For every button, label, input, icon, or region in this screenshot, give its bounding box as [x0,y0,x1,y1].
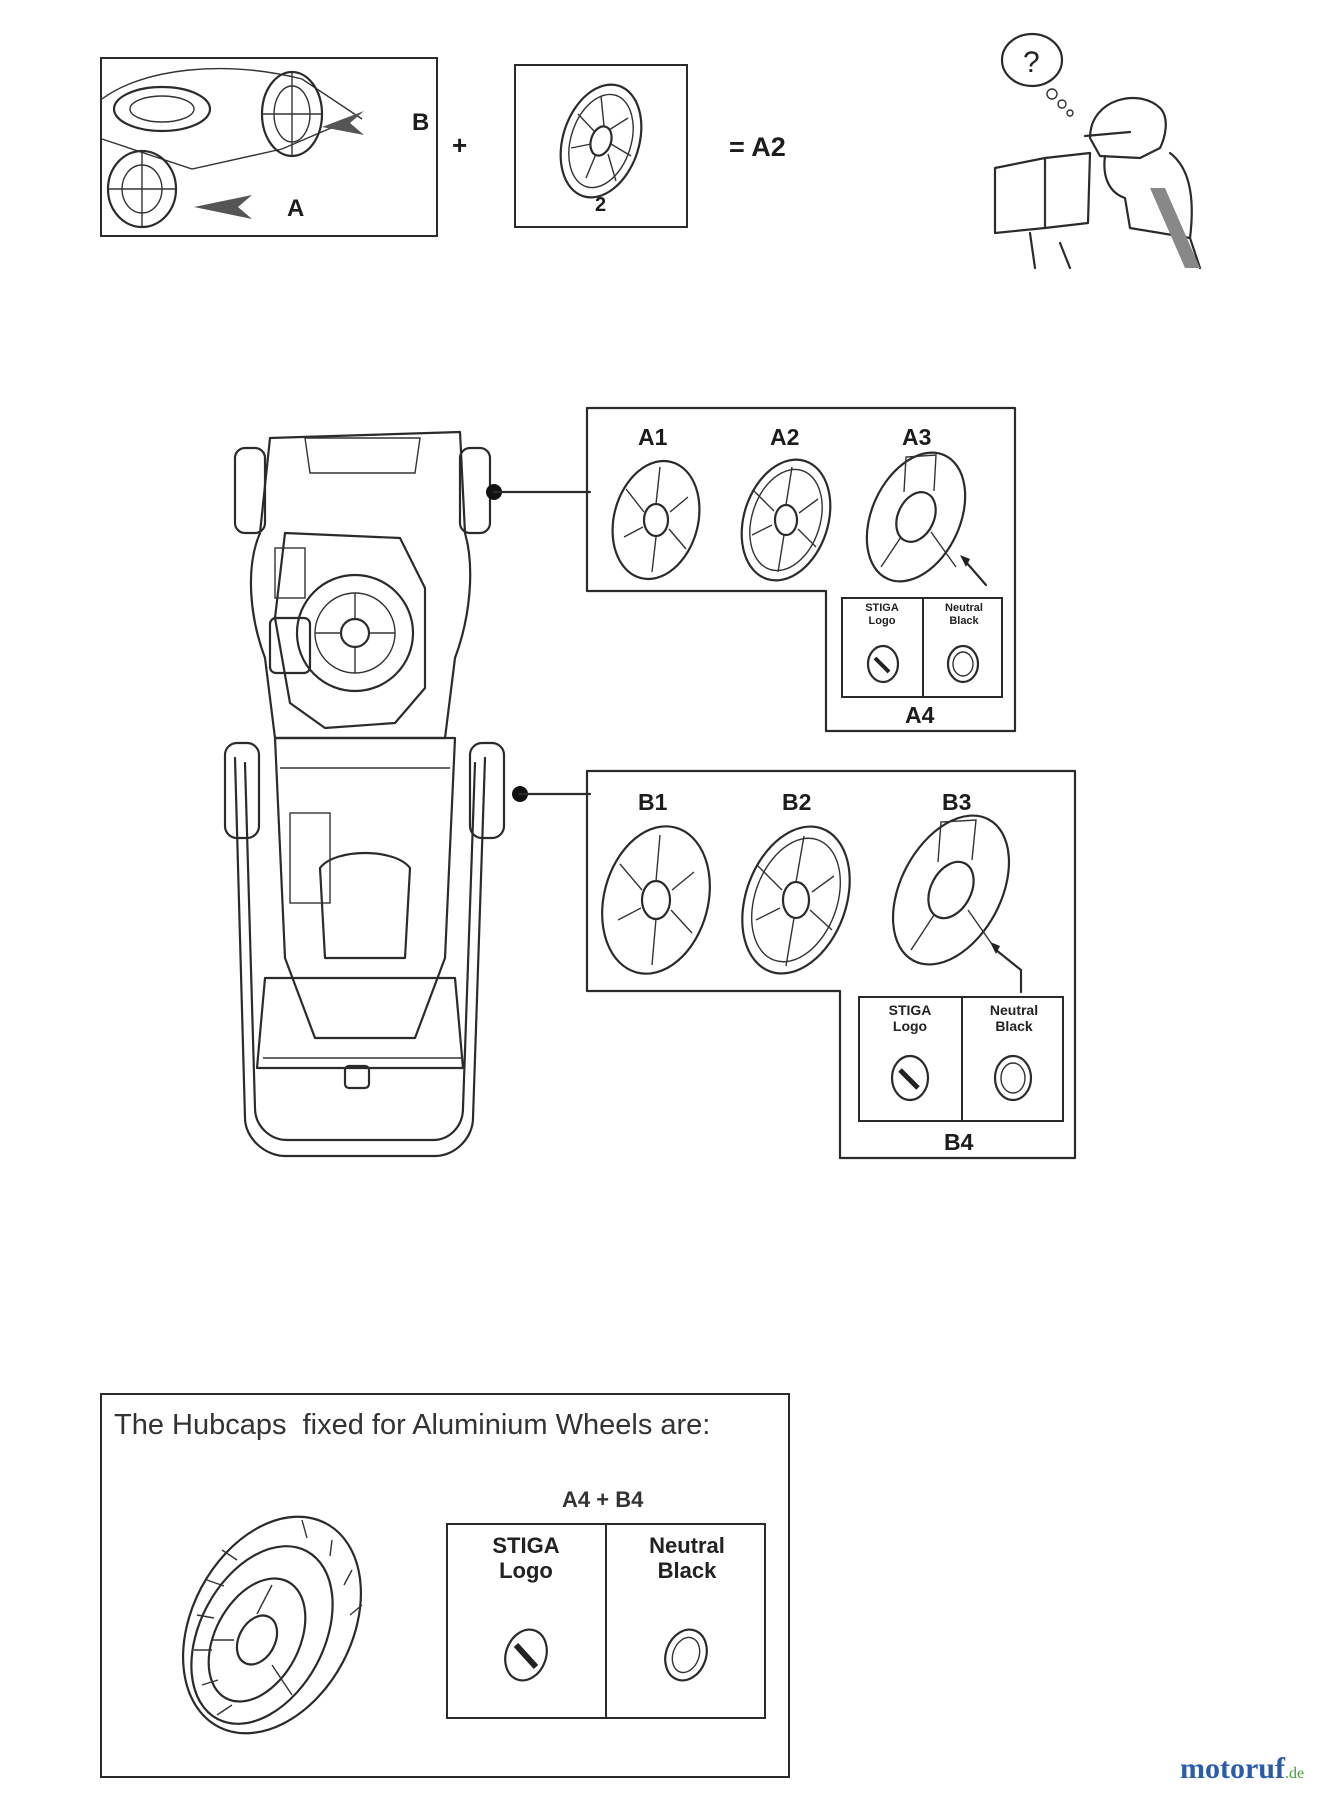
rear-left-wheel [223,741,261,840]
hubcap-quantity: 2 [595,194,607,216]
hubcap-label-a2: A2 [770,424,800,450]
rear-right-wheel [468,741,506,840]
hubcap-quantity-panel: 2 [514,64,688,228]
hubcap-icon [559,83,643,199]
label-a: A [287,195,305,222]
mower-wheels-illustration [101,67,364,229]
center-cap-stiga-icon [866,644,900,684]
thought-question-mark: ? [1023,46,1040,79]
center-cap-neutral-icon [664,1628,708,1682]
hubcap-label-b1: B1 [638,789,668,815]
result-label: = A2 [729,132,786,162]
reading-manual-person-illustration: ? [993,32,1202,270]
label-b: B [412,109,430,136]
watermark-logo: motoruf.de [1180,1752,1305,1785]
hubcap-a3-illustration [865,451,967,583]
wheel-identification-panel: B A [100,57,438,237]
center-cap-neutral-icon [946,644,980,684]
center-cap-neutral-icon [993,1054,1033,1102]
front-hubcap-group-outline [585,406,1017,733]
center-cap-label-a4: A4 [905,702,935,728]
aluminium-wheel-illustration [181,1515,363,1735]
hubcap-b2-illustration [741,825,851,975]
plus-sign: + [452,130,468,160]
hubcap-label-b3: B3 [942,789,972,815]
mower-top-view-illustration [223,430,506,1158]
hubcap-b3-illustration [891,814,1011,966]
rear-hubcap-group-outline [585,769,1077,1160]
hubcap-label-a1: A1 [638,424,668,450]
center-cap-stiga-icon [890,1054,930,1102]
hubcap-label-a3: A3 [902,424,932,450]
arrow-a [194,195,252,219]
combo-label: A4 + B4 [562,1487,644,1512]
center-cap-label-b4: B4 [944,1129,974,1155]
leader-lines [486,484,592,802]
hubcap-label-b2: B2 [782,789,812,815]
center-cap-stiga-icon [504,1628,548,1682]
hubcap-b1-illustration [601,825,711,975]
hubcap-a1-illustration [611,459,701,581]
hubcap-a2-illustration [740,458,832,582]
aluminium-wheels-panel: The Hubcaps fixed for Aluminium Wheels a… [100,1393,790,1778]
aluminium-heading: The Hubcaps fixed for Aluminium Wheels a… [114,1409,711,1441]
arrow-b [322,111,364,135]
